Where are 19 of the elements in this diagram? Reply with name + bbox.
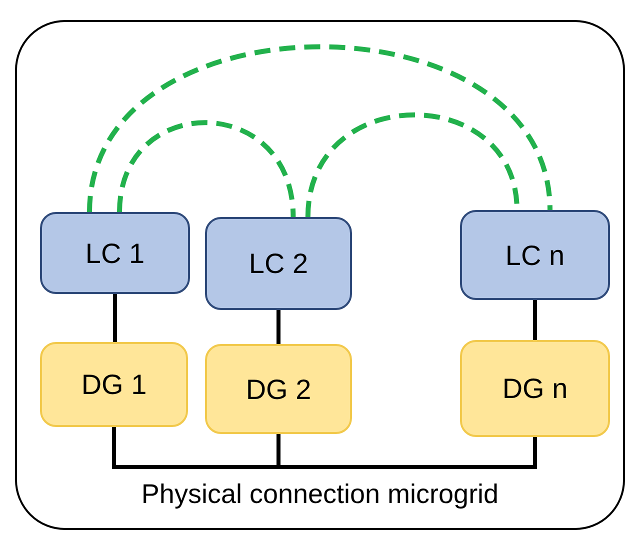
- node-label: DG 2: [246, 372, 312, 406]
- dashed-link: [305, 112, 520, 218]
- generator-box: [205, 344, 352, 434]
- connection-line: [276, 310, 280, 344]
- node-label: DG n: [502, 372, 568, 406]
- generator-box: [40, 342, 188, 427]
- generator-box: [460, 340, 610, 437]
- controller-box: [460, 210, 610, 300]
- node-label: LC n: [505, 238, 565, 272]
- dashed-link: [87, 44, 552, 212]
- connection-line: [533, 300, 537, 340]
- node-label: DG 1: [81, 368, 147, 402]
- node-label: LC 2: [248, 247, 308, 281]
- node-label: LC 1: [85, 236, 145, 270]
- connection-line: [113, 294, 117, 342]
- controller-box: [205, 217, 352, 310]
- microgrid-frame: [15, 20, 625, 530]
- controller-box: [40, 212, 190, 294]
- dashed-link: [117, 120, 296, 218]
